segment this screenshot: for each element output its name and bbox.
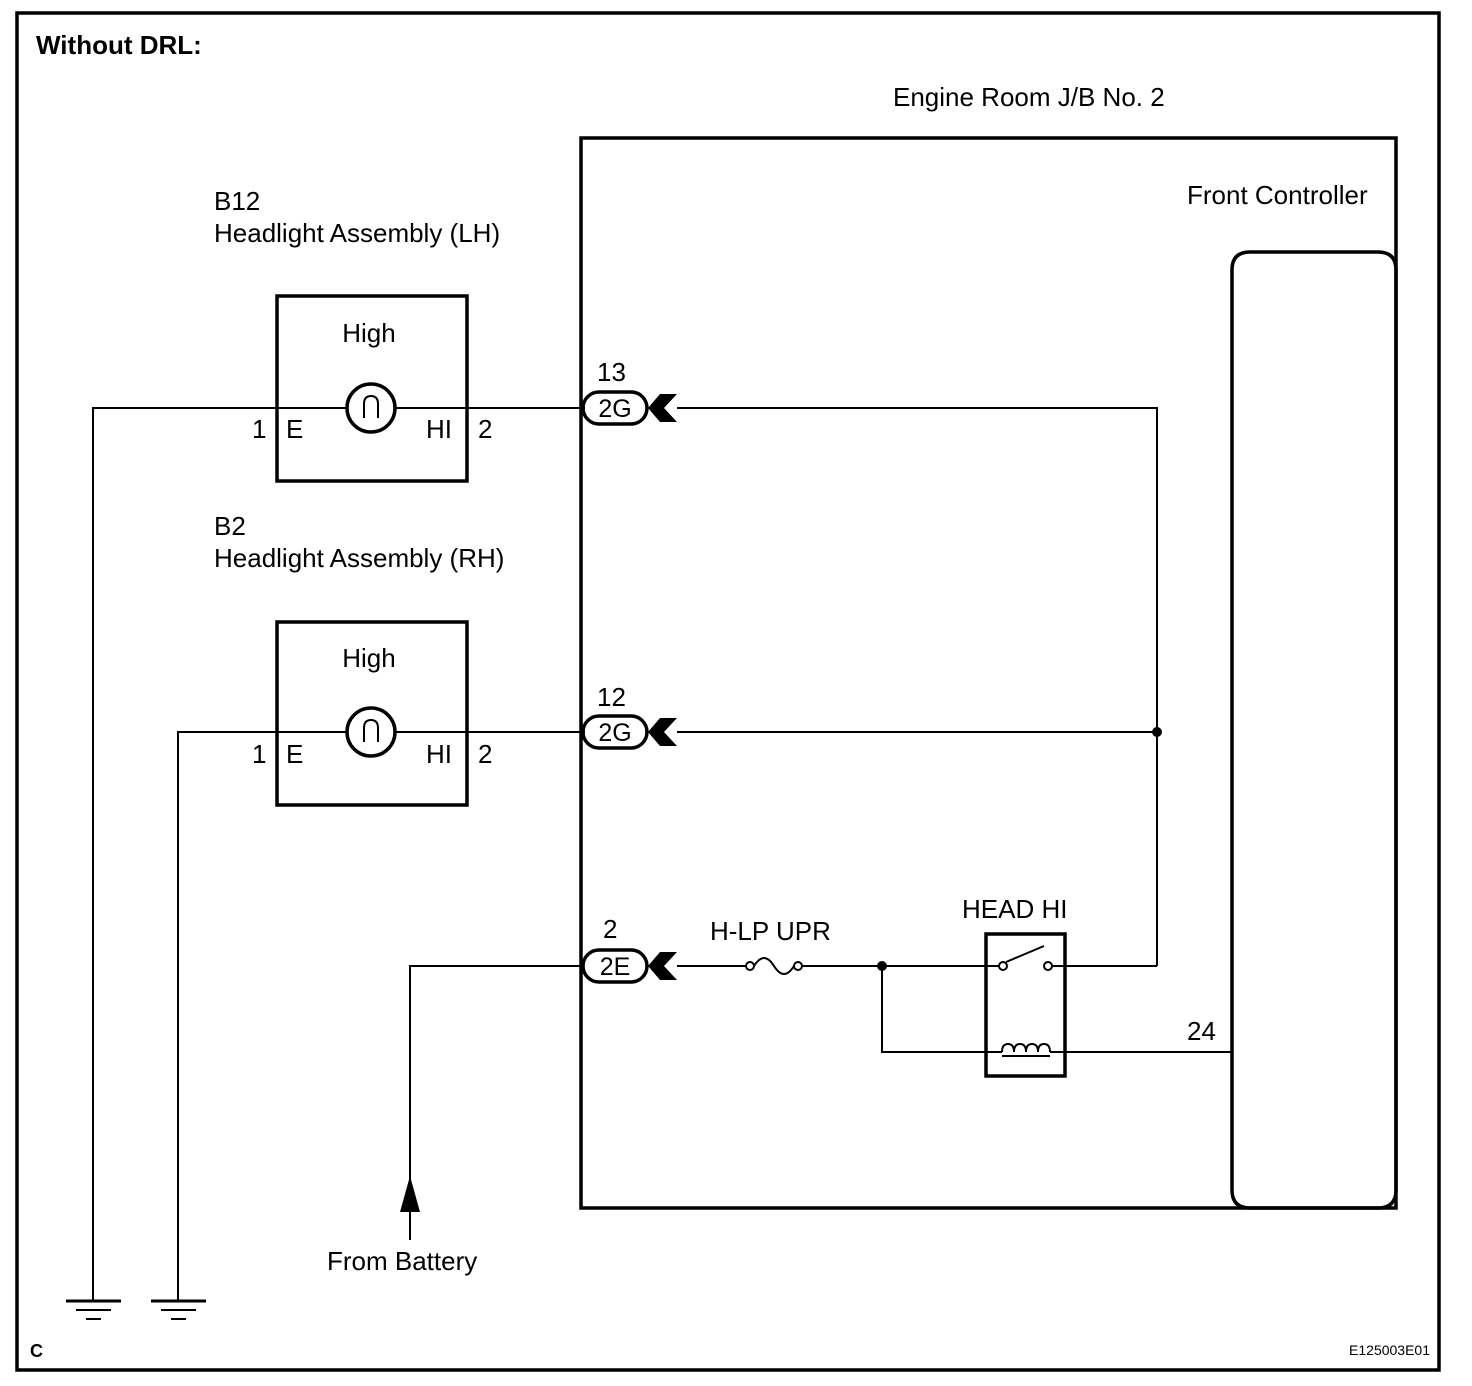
rh-pin-e: E [286, 739, 303, 769]
connector-2g-13 [581, 390, 649, 426]
from-battery-label: From Battery [327, 1246, 477, 1276]
connector-2g-13-label: 2G [598, 395, 631, 423]
connector-pin-2: 2 [603, 914, 617, 944]
lh-ground-wire [92, 407, 347, 1300]
lh-code: B12 [214, 186, 260, 216]
rh-headlight-box [275, 620, 469, 807]
rh-ground-wire [177, 731, 347, 1300]
rh-name: Headlight Assembly (RH) [214, 543, 504, 573]
battery-wire [409, 965, 583, 1240]
connector-2g-12 [581, 714, 649, 750]
controller-pin-24: 24 [1187, 1016, 1216, 1046]
lh-pin-hi-num: 2 [478, 414, 492, 444]
rh-code: B2 [214, 511, 246, 541]
relay-label: HEAD HI [962, 894, 1067, 924]
fuse-icon [745, 957, 803, 975]
lh-filament-label: High [342, 318, 395, 348]
ground-icon [151, 1299, 206, 1320]
lh-pin-hi: HI [426, 414, 452, 444]
connector-pin-12: 12 [597, 682, 626, 712]
connector-arrow-icon [648, 718, 677, 746]
head-hi-relay-box [984, 932, 1067, 1078]
connector-2e-label: 2E [600, 953, 631, 981]
relay-switch-icon [998, 945, 1053, 971]
lh-pin-e: E [286, 414, 303, 444]
lh-pin-e-num: 1 [252, 414, 266, 444]
figure-id: E125003E01 [1349, 1342, 1430, 1358]
relay-coil-feed-wire [881, 966, 1002, 1053]
lh-headlight-box [275, 294, 469, 483]
connector-pin-13: 13 [597, 357, 626, 387]
rh-pin-hi: HI [426, 739, 452, 769]
front-controller-box [1230, 250, 1398, 1210]
hi-bus-wire [677, 407, 1158, 966]
connector-arrow-icon [648, 394, 677, 422]
corner-label: C [30, 1341, 43, 1361]
ground-icon [66, 1299, 121, 1320]
jb-label: Engine Room J/B No. 2 [893, 82, 1165, 112]
diagram-title: Without DRL: [36, 30, 202, 60]
rh-bulb-icon [345, 706, 397, 758]
outer-frame [15, 11, 1441, 1372]
lh-bulb-icon [345, 382, 397, 434]
engine-room-jb-box [579, 136, 1398, 1210]
fuse-label: H-LP UPR [710, 916, 831, 946]
battery-arrow-icon [400, 1176, 420, 1212]
junction-dot [1152, 727, 1162, 737]
connector-arrow-icon [648, 952, 677, 980]
rh-pin-e-num: 1 [252, 739, 266, 769]
relay-coil-icon [1001, 1042, 1051, 1057]
lh-name: Headlight Assembly (LH) [214, 218, 500, 248]
rh-pin-hi-num: 2 [478, 739, 492, 769]
controller-label: Front Controller [1187, 180, 1368, 210]
connector-2g-12-label: 2G [598, 719, 631, 747]
rh-filament-label: High [342, 643, 395, 673]
